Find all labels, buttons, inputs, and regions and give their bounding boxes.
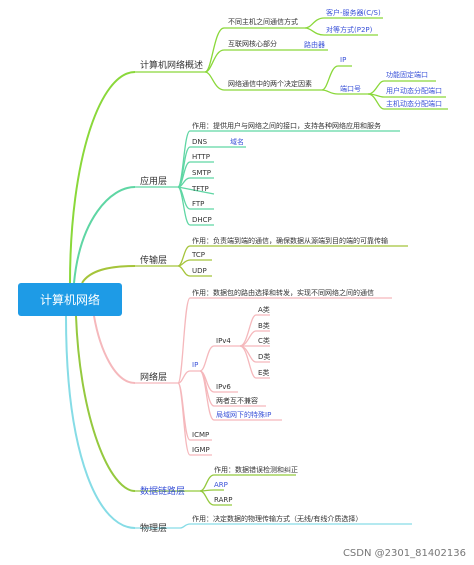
ipv4-class: B类 (258, 321, 270, 330)
datalink-arp-link[interactable]: ARP (214, 481, 228, 489)
branch-datalink (75, 315, 296, 506)
datalink-rarp: RARP (214, 496, 232, 504)
datalink-role: 作用：数据错误检测和纠正 (214, 465, 298, 474)
application-domain-link[interactable]: 域名 (230, 137, 244, 146)
branch-application-label: 应用层 (140, 175, 167, 187)
transport-item: TCP (191, 251, 205, 259)
branch-physical (65, 315, 412, 529)
overview-port-link[interactable]: 端口号 (340, 84, 361, 93)
application-item: TFTP (191, 185, 209, 193)
application-dns: DNS (192, 138, 208, 146)
application-item: SMTP (192, 169, 211, 177)
network-ipv6: IPv6 (216, 383, 231, 391)
network-compat: 两者互不兼容 (216, 396, 258, 405)
network-igmp: IGMP (192, 446, 210, 454)
overview-comm-modes: 不同主机之间通信方式 (228, 17, 298, 26)
overview-client-server-link[interactable]: 客户-服务器(C/S) (326, 8, 381, 17)
overview-core: 互联网核心部分 (228, 39, 277, 48)
transport-item: UDP (192, 267, 207, 275)
branch-network (93, 297, 392, 456)
network-ipv4: IPv4 (216, 337, 231, 345)
ipv4-class: D类 (258, 352, 270, 361)
application-item: DHCP (192, 216, 212, 224)
root-node: 计算机网络 (18, 283, 122, 316)
ipv4-class: C类 (258, 336, 270, 345)
overview-router-link[interactable]: 路由器 (304, 40, 325, 49)
branch-application (73, 130, 400, 284)
application-role: 作用：提供用户与网络之间的接口，支持各种网络应用和服务 (192, 121, 381, 130)
port-fixed-link[interactable]: 功能固定端口 (386, 70, 428, 79)
branch-overview (69, 17, 448, 284)
network-icmp: ICMP (192, 431, 209, 439)
branch-overview-label: 计算机网络概述 (140, 59, 203, 71)
overview-p2p-link[interactable]: 对等方式(P2P) (326, 25, 373, 34)
network-ip-link[interactable]: IP (192, 361, 198, 369)
port-user-dynamic-link[interactable]: 用户动态分配端口 (386, 86, 442, 95)
overview-factors: 网络通信中的两个决定因素 (228, 79, 312, 88)
transport-role: 作用：负责端到端的通信，确保数据从源端到目的端的可靠传输 (192, 236, 388, 245)
ipv4-class: E类 (258, 368, 269, 377)
branch-transport (81, 245, 408, 284)
port-host-dynamic-link[interactable]: 主机动态分配端口 (386, 99, 442, 108)
physical-role: 作用：决定数据的物理传输方式（无线/有线介质选择） (192, 514, 362, 523)
network-special-ip-link[interactable]: 局域网下的特殊IP (216, 410, 271, 419)
branch-physical-label: 物理层 (140, 522, 167, 534)
branch-datalink-label[interactable]: 数据链路层 (140, 485, 185, 497)
network-role: 作用：数据包的路由选择和转发，实现不同网络之间的通信 (192, 288, 374, 297)
application-item: FTP (192, 200, 204, 208)
root-label: 计算机网络 (39, 293, 100, 307)
branch-transport-label: 传输层 (140, 254, 167, 266)
watermark: CSDN @2301_81402136 (343, 548, 466, 559)
ipv4-class: A类 (258, 305, 270, 314)
branch-network-label: 网络层 (140, 371, 167, 383)
application-item: HTTP (192, 153, 210, 161)
overview-ip-link[interactable]: IP (340, 56, 346, 64)
